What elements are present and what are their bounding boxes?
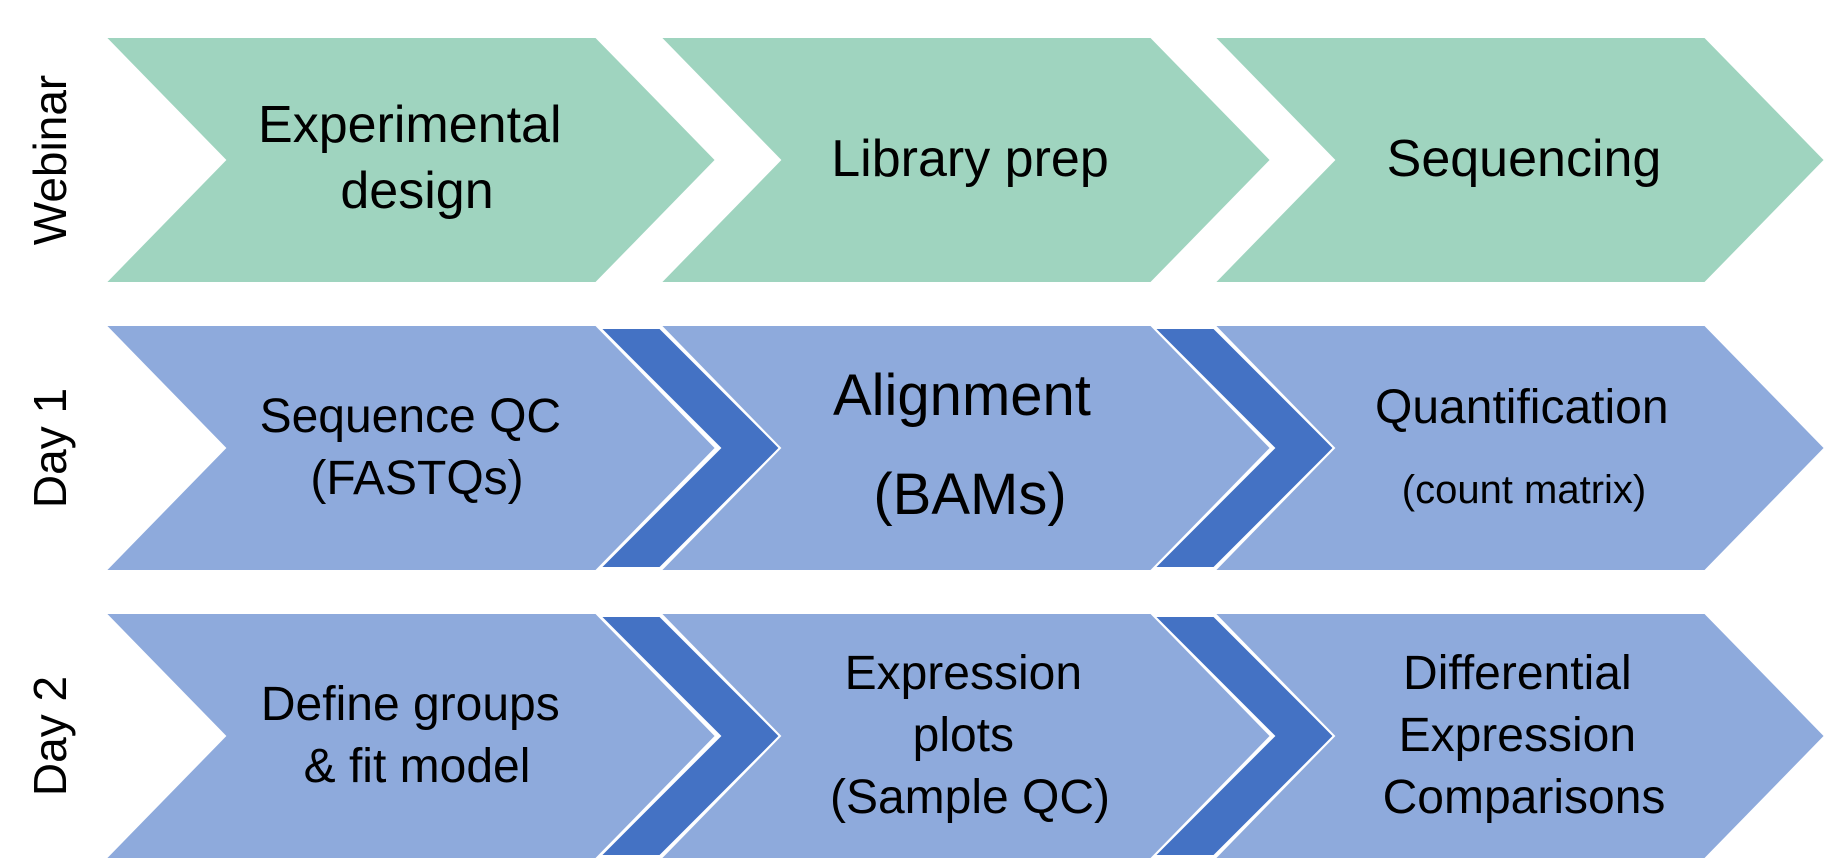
- step-sequencing: Sequencing: [1387, 130, 1662, 188]
- day2-connector-1: [597, 615, 782, 857]
- step-alignment: Alignment (BAMs): [833, 363, 1107, 527]
- step-define-groups: Define groups & fit model: [261, 678, 573, 793]
- step-library-prep: Library prep: [831, 130, 1108, 188]
- row-webinar: Webinar Experimental design Library prep…: [24, 36, 1827, 284]
- webinar-chevron-3: [1211, 36, 1827, 284]
- day2-chevron-1: [102, 612, 718, 860]
- day1-chevron-2: [657, 324, 1273, 572]
- day2-connector-2: [1151, 615, 1336, 857]
- webinar-chevron-1: [102, 36, 718, 284]
- step-sequence-qc: Sequence QC (FASTQs): [260, 390, 575, 505]
- day1-chevron-1: [102, 324, 718, 572]
- day2-chevron-3: [1211, 612, 1827, 860]
- step-experimental-design: Experimental design: [258, 96, 576, 220]
- day1-chevron-3: [1211, 324, 1827, 572]
- webinar-chevron-2: [657, 36, 1273, 284]
- row-label-day-1: Day 1: [24, 388, 76, 508]
- step-expression-plots: Expression plots (Sample QC): [830, 647, 1110, 824]
- row-label-day-2: Day 2: [24, 676, 76, 796]
- day1-connector-2: [1151, 327, 1336, 569]
- row-day-2: Day 2 Define groups & fit model Expressi…: [24, 612, 1827, 860]
- row-label-webinar: Webinar: [24, 75, 76, 245]
- row-day-1: Day 1 Sequence QC (FASTQs) Alignment (BA…: [24, 324, 1827, 572]
- step-quantification: Quantification (count matrix): [1375, 381, 1673, 512]
- day2-chevron-2: [657, 612, 1273, 860]
- step-differential-expression: Differential Expression Comparisons: [1383, 647, 1666, 824]
- day1-connector-1: [597, 327, 782, 569]
